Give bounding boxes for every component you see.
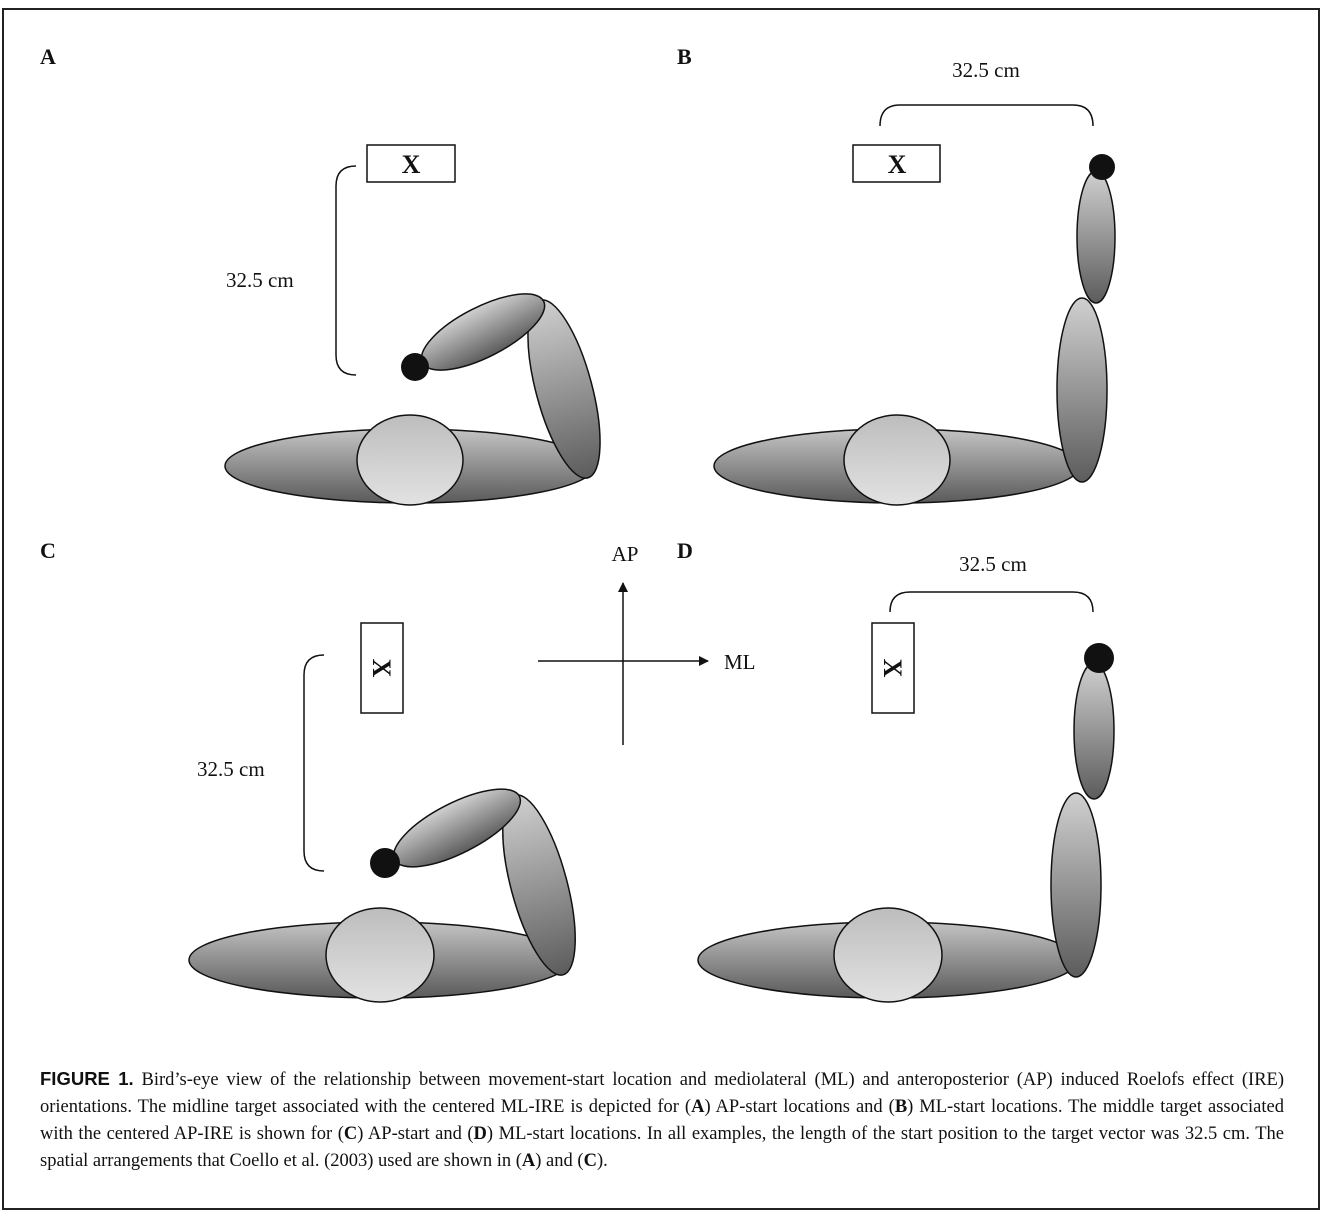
hand-b	[1089, 154, 1115, 180]
hand-c	[370, 848, 400, 878]
distance-bracket-c	[304, 655, 324, 871]
ap-axis-label: AP	[612, 542, 639, 566]
figure-caption: FIGURE 1. Bird’s-eye view of the relatio…	[40, 1065, 1284, 1175]
panel-c: C X 32.5 cm	[40, 538, 590, 1002]
ml-axis-label: ML	[724, 650, 756, 674]
caption-ref-a: A	[691, 1097, 704, 1117]
figure-illustration: A X 32.5 cm B 32.5 cm X C	[0, 0, 1324, 1060]
panel-d: D 32.5 cm X	[677, 538, 1114, 1002]
target-x-d: X	[878, 659, 907, 678]
panel-letter-a: A	[40, 44, 56, 69]
panel-letter-c: C	[40, 538, 56, 563]
target-box-c: X	[361, 623, 403, 713]
panel-b: B 32.5 cm X	[677, 44, 1115, 505]
target-box-a: X	[367, 145, 455, 182]
distance-label-d: 32.5 cm	[959, 552, 1027, 576]
target-x-c: X	[367, 659, 396, 678]
panel-a: A X 32.5 cm	[40, 44, 615, 505]
panel-letter-d: D	[677, 538, 693, 563]
torso-b	[714, 415, 1080, 505]
forearm-d	[1074, 663, 1114, 799]
torso-a	[225, 415, 595, 505]
caption-text: ) AP-start locations and (	[704, 1097, 894, 1117]
caption-ref-a: A	[522, 1151, 535, 1171]
distance-label-c: 32.5 cm	[197, 757, 265, 781]
distance-bracket-b	[880, 105, 1093, 126]
caption-ref-d: D	[474, 1124, 487, 1144]
upper-arm-b	[1057, 298, 1107, 482]
target-box-b: X	[853, 145, 940, 182]
caption-text: ) and (	[535, 1151, 583, 1171]
target-x-b: X	[888, 150, 907, 179]
hand-d	[1084, 643, 1114, 673]
distance-label-b: 32.5 cm	[952, 58, 1020, 82]
caption-text: ) AP-start and (	[357, 1124, 473, 1144]
forearm-b	[1077, 171, 1115, 303]
caption-ref-b: B	[895, 1097, 907, 1117]
panel-letter-b: B	[677, 44, 692, 69]
torso-c	[189, 908, 571, 1002]
figure-label: FIGURE 1.	[40, 1068, 134, 1089]
hand-a	[401, 353, 429, 381]
caption-ref-c: C	[344, 1124, 357, 1144]
distance-label-a: 32.5 cm	[226, 268, 294, 292]
torso-d	[698, 908, 1078, 1002]
caption-text: ).	[597, 1151, 608, 1171]
distance-bracket-d	[890, 592, 1093, 612]
caption-ref-c: C	[584, 1151, 597, 1171]
upper-arm-d	[1051, 793, 1101, 977]
orientation-axes: AP ML	[538, 542, 756, 745]
target-box-d: X	[872, 623, 914, 713]
target-x-a: X	[402, 150, 421, 179]
distance-bracket-a	[336, 166, 356, 375]
